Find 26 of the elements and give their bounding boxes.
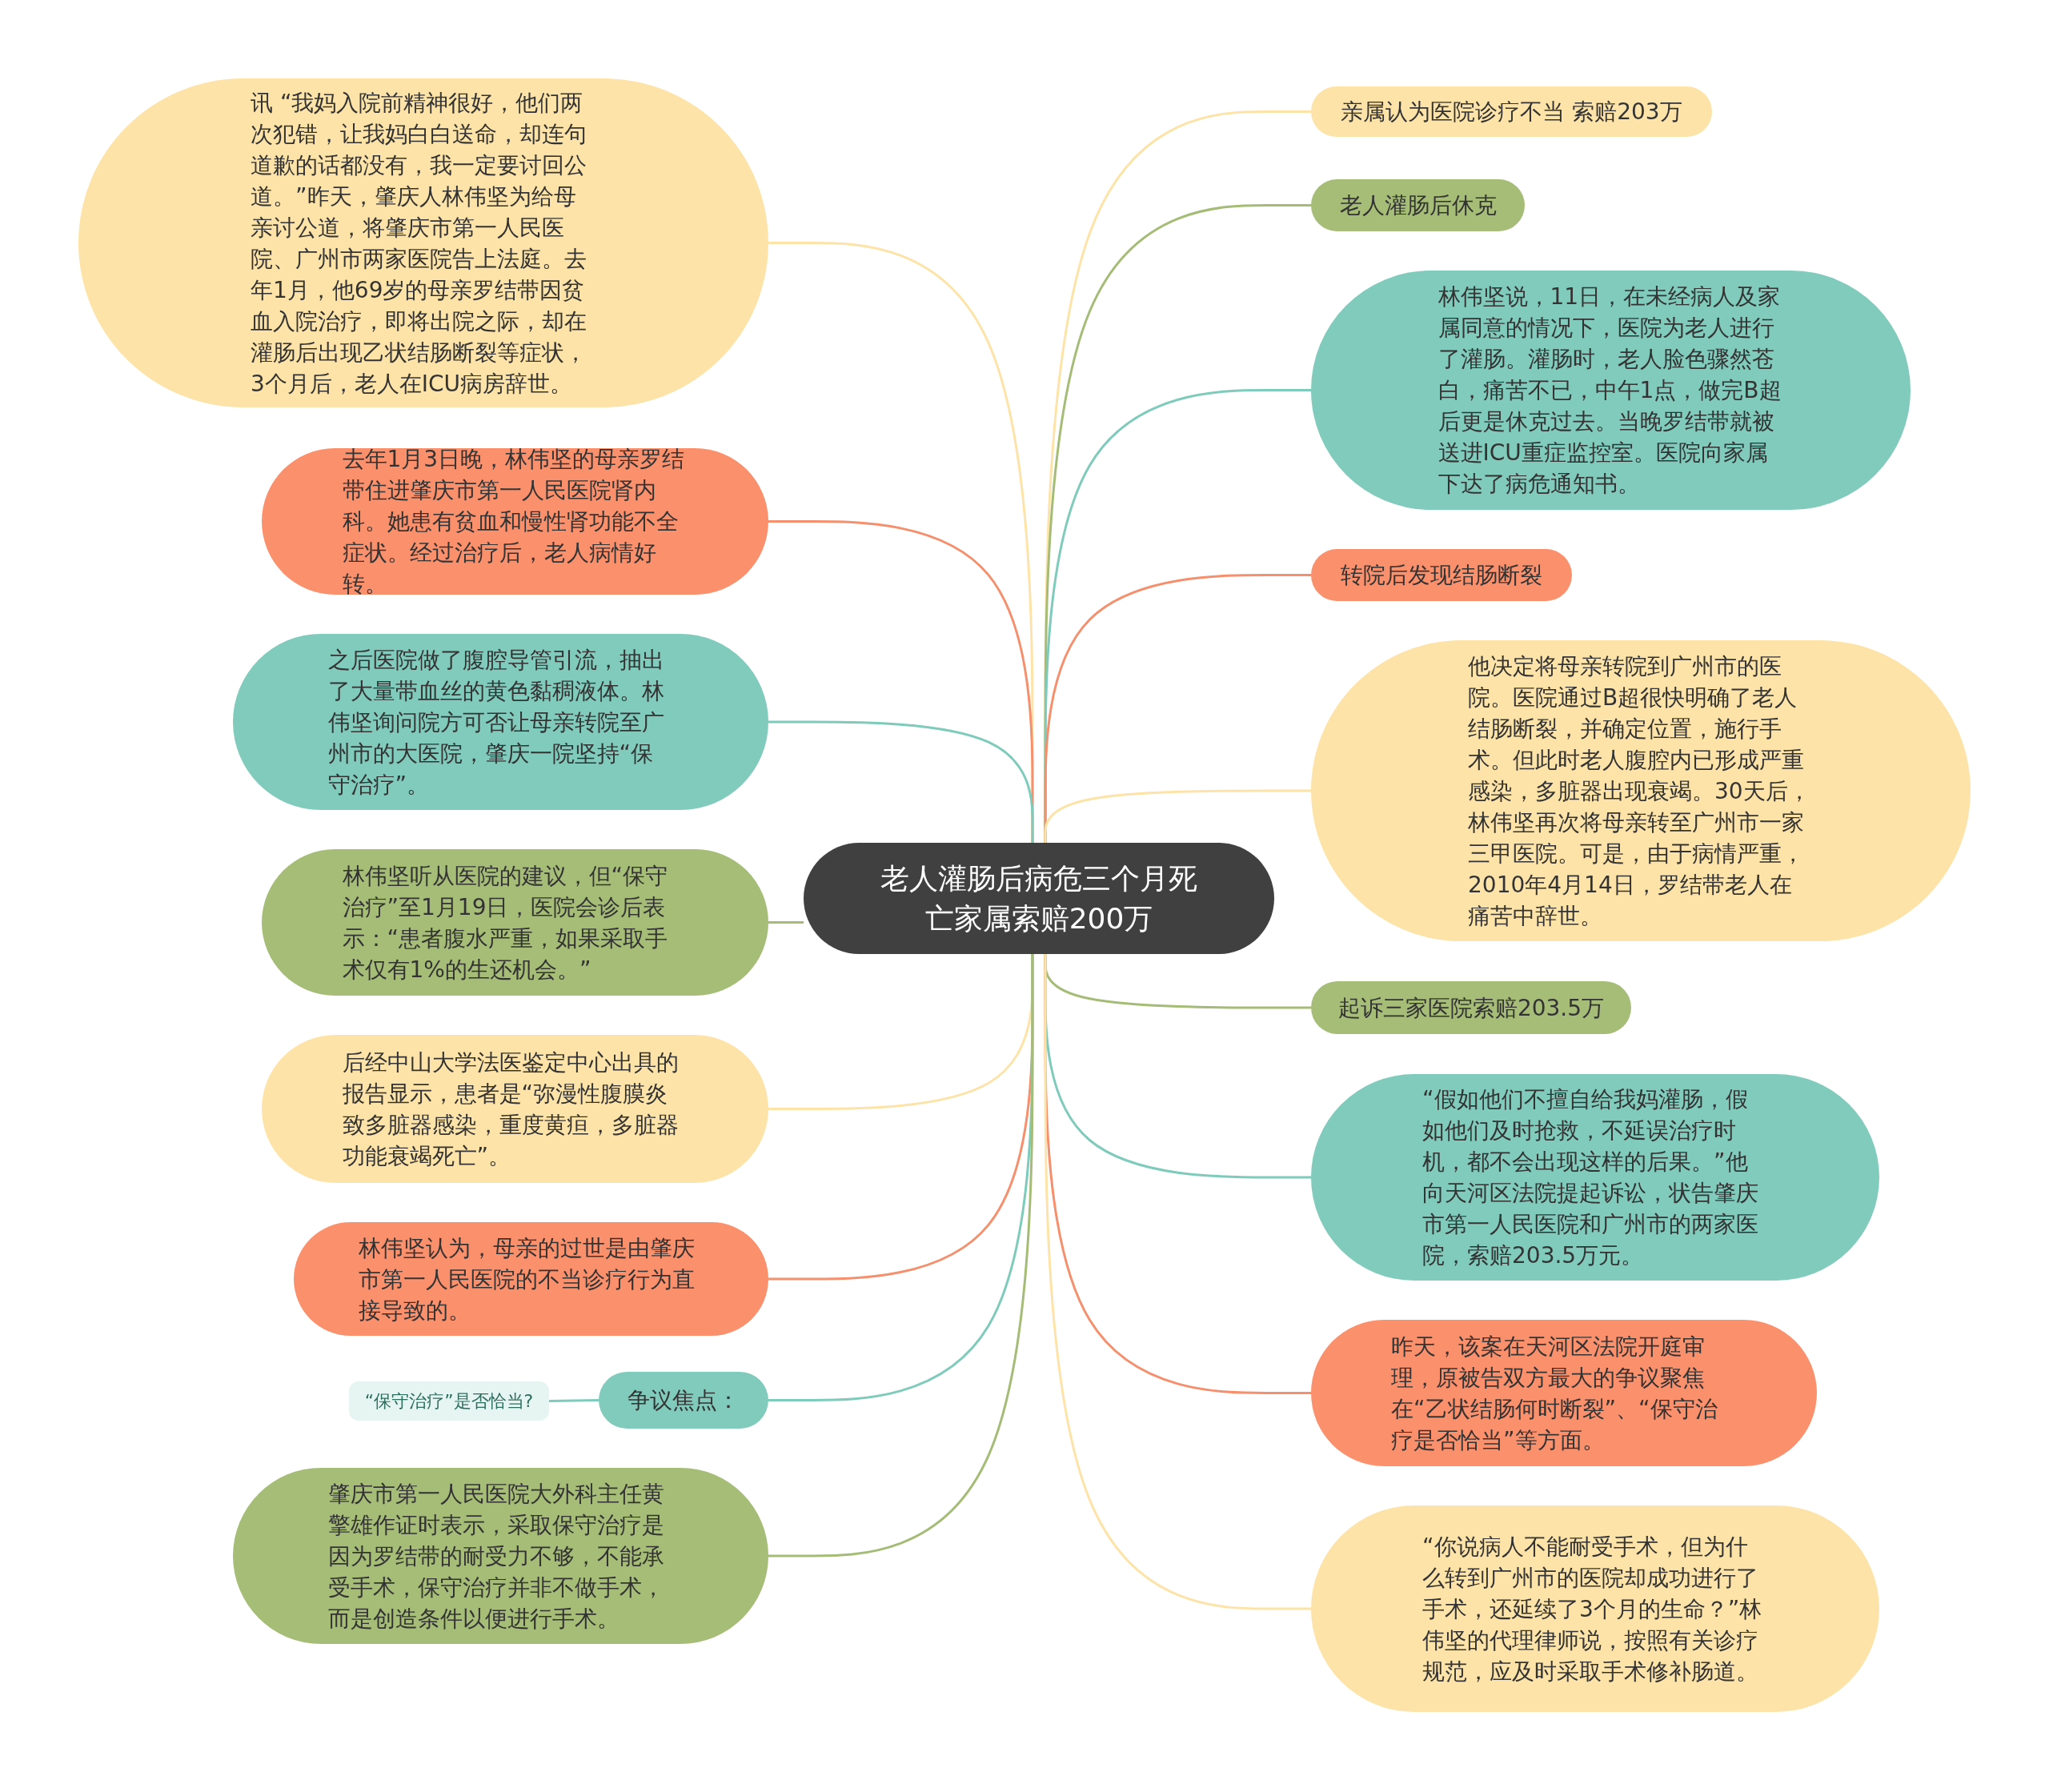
topic-text: 林伟坚认为，母亲的过世是由肇庆市第一人民医院的不当诊疗行为直接导致的。 <box>358 1233 696 1325</box>
connector-line <box>768 954 1034 1557</box>
topic-text: “假如他们不擅自给我妈灌肠，假如他们及时抢救，不延误治疗时机，都不会出现这样的后果。”他向天河区法院提起诉讼，状告肇庆市第一人民医院和广州市的两家医院，索赔203.5万元。 <box>1422 1085 1759 1270</box>
topic-text: 肇庆市第一人民医院大外科主任黄擎雄作证时表示，采取保守治疗是因为罗结带的耐受力不够，不能承受手术，保守治疗并非不做手术，而是创造条件以便进行手术。 <box>327 1479 665 1634</box>
topic-text: 去年1月3日晚，林伟坚的母亲罗结带住进肇庆市第一人民医院肾内科。她患有贫血和慢性肾功能不全症状。经过治疗后，老人病情好转。 <box>342 445 686 599</box>
topic-text: 讯 “我妈入院前精神很好，他们两次犯错，让我妈白白送命，却连句道歉的话都没有，我一定要讨回公道。”昨天，肇庆人林伟坚为给母亲讨公道，将肇庆市第一人民医院、广州市两家医院告上法庭。去年1月，他69岁的母亲罗结带因贫血入院治疗，即将出院之际，却在灌肠后出现乙状结肠断裂等症状，3个月后，老人在ICU病房辞世。 <box>251 88 587 399</box>
topic-text: 老人灌肠后休克 <box>1339 191 1497 220</box>
topic-text: 林伟坚听从医院的建议，但“保守治疗”至1月19日，医院会诊后表示：“患者腹水严重，如果采取手术仅有1%的生还机会。” <box>342 861 668 984</box>
topic-text: “保守治疗”是否恰当? <box>364 1390 534 1413</box>
topic-text: 转院后发现结肠断裂 <box>1341 561 1542 590</box>
connector-line <box>548 1399 599 1402</box>
topic-text: 昨天，该案在天河区法院开庭审理，原被告双方最大的争议聚焦在“乙状结肠何时断裂”、“保守治疗是否恰当”等方面。 <box>1391 1332 1718 1455</box>
connector-line <box>1044 954 1311 1610</box>
topic-text: 林伟坚说，11日，在未经病人及家属同意的情况下，医院为老人进行了灌肠。灌肠时，老人脸色骤然苍白，痛苦不已，中午1点，做完B超后更是休克过去。当晚罗结带就被送进ICU重症监控室。医院向家属下达了病危通知书。 <box>1438 283 1782 499</box>
connector-line <box>768 720 1034 843</box>
topic-text: 他决定将母亲转院到广州市的医院。医院通过B超很快明确了老人结肠断裂，并确定位置，施行手术。但此时老人腹腔内已形成严重感染，多脏器出现衰竭。30天后，林伟坚再次将母亲转至广州市一家三甲医院。可是，由于病情严重，2010年4月14日，罗结带老人在痛苦中辞世。 <box>1468 651 1811 931</box>
topic-text: “你说病人不能耐受手术，但为什么转到广州市的医院却成功进行了手术，还延续了3个月的生命？”林伟坚的代理律师说，按照有关诊疗规范，应及时采取手术修补肠道。 <box>1422 1532 1763 1686</box>
topic-text: 之后医院做了腹腔导管引流，抽出了大量带血丝的黄色黏稠液体。林伟坚询问院方可否让母亲转院至广州市的大医院，肇庆一院坚持“保守治疗”。 <box>327 645 665 800</box>
connector-line <box>1044 789 1311 843</box>
topic-text: 老人灌肠后病危三个月死亡家属索赔200万 <box>880 860 1198 936</box>
topic-text: 亲属认为医院诊疗不当 索赔203万 <box>1341 98 1682 126</box>
sub-topic-label <box>349 1381 549 1421</box>
topic-text: 起诉三家医院索赔203.5万 <box>1337 993 1605 1023</box>
topic-text: 后经中山大学法医鉴定中心出具的报告显示，患者是“弥漫性腹膜炎致多脏器感染，重度黄疸，多脏器功能衰竭死亡”。 <box>342 1048 680 1171</box>
topic-text: 争议焦点： <box>628 1386 740 1415</box>
connector-line <box>768 921 804 924</box>
